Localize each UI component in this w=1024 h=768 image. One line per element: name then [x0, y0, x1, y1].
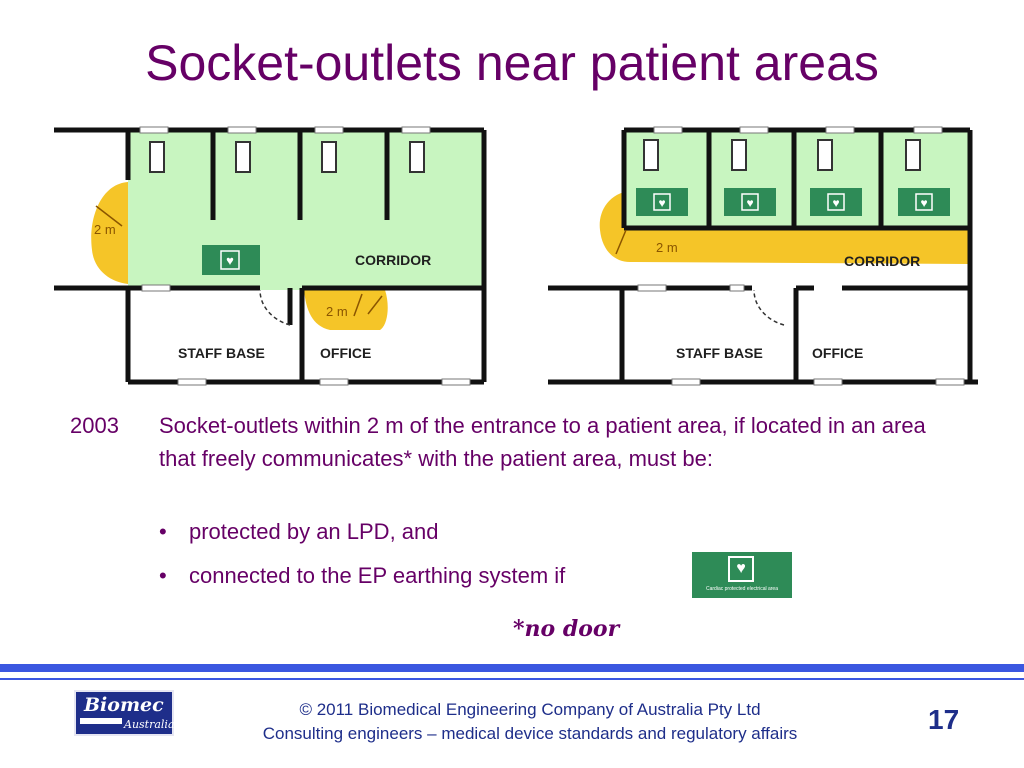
door-swing — [259, 289, 291, 326]
cpa-badges-right: ♥ ♥ ♥ ♥ — [636, 188, 950, 216]
corridor-label: CORRIDOR — [844, 253, 920, 269]
heart-icon: ♥ — [746, 196, 753, 210]
logo-sub: Australia — [124, 718, 175, 731]
heart-icon: ♥ — [226, 253, 234, 268]
door-swing — [753, 289, 785, 326]
badge-caption: Cardiac protected electrical area — [706, 586, 778, 592]
heart-icon: ♥ — [832, 196, 839, 210]
biomec-logo: Biomec Australia — [74, 690, 175, 736]
heart-icon: ♥ — [920, 196, 927, 210]
distance-label: 2 m — [656, 240, 678, 255]
footer-rule-thick — [0, 664, 1024, 672]
corridor-label: CORRIDOR — [355, 252, 431, 268]
footer-tagline: Consulting engineers – medical device st… — [262, 724, 798, 743]
footer-rule-thin — [0, 678, 1024, 680]
bullet-item: • protected by an LPD, and — [159, 515, 439, 548]
logo-name: Biomec — [84, 694, 164, 716]
zone-2m-corridor — [599, 190, 968, 264]
heart-icon: ♥ — [728, 556, 754, 582]
logo-bar — [80, 718, 122, 724]
footer-copyright: © 2011 Biomedical Engineering Company of… — [299, 700, 761, 719]
zone-2m-entrance — [91, 182, 128, 284]
page-number: 17 — [928, 704, 960, 735]
zone-2m-office — [304, 290, 388, 330]
bullet-dot: • — [159, 563, 167, 588]
floor-plan-right-drawing: ♥ ♥ ♥ ♥ 2 m CORRIDOR STAFF BASE OFFICE — [548, 126, 978, 386]
bullet-text: connected to the EP earthing system if — [189, 563, 566, 588]
bullet-item: • connected to the EP earthing system if — [159, 559, 565, 592]
distance-label: 2 m — [326, 304, 348, 319]
slide-title: Socket-outlets near patient areas — [145, 35, 879, 91]
staff-base-label: STAFF BASE — [676, 345, 763, 361]
bullet-text: protected by an LPD, and — [189, 519, 439, 544]
heart-icon: ♥ — [658, 196, 665, 210]
distance-label: 2 m — [94, 222, 116, 237]
footer-text: © 2011 Biomedical Engineering Company of… — [190, 698, 870, 746]
year-label: 2003 — [70, 413, 119, 438]
floor-plan-left: ♥ 2 m 2 m CORRIDOR STAFF BASE OFFICE — [50, 120, 490, 390]
floor-plan-right: ♥ ♥ ♥ ♥ 2 m CORRIDOR STAFF BASE OFFICE — [544, 120, 980, 390]
footnote: *no door — [513, 616, 620, 642]
cardiac-protected-area-badge: ♥ Cardiac protected electrical area — [692, 552, 792, 598]
floor-plan-left-drawing: ♥ 2 m 2 m CORRIDOR STAFF BASE OFFICE — [54, 126, 487, 386]
office-label: OFFICE — [320, 345, 371, 361]
office-label: OFFICE — [812, 345, 863, 361]
cpa-badge-left — [202, 245, 260, 275]
requirement-paragraph: Socket-outlets within 2 m of the entranc… — [159, 413, 926, 471]
staff-base-label: STAFF BASE — [178, 345, 265, 361]
bullet-dot: • — [159, 519, 167, 544]
